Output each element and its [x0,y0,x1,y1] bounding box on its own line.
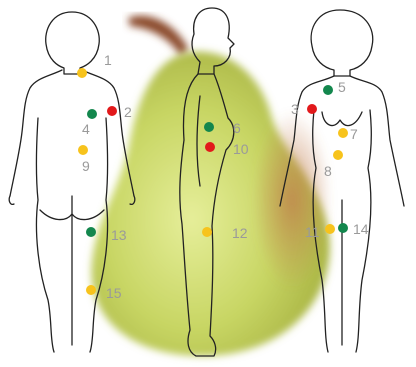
marker-5: 5 [323,79,346,95]
marker-label: 7 [350,126,358,142]
marker-dot-red [307,104,317,114]
marker-dot-yellow [325,224,335,234]
marker-label: 2 [124,104,132,120]
marker-dot-red [205,142,215,152]
marker-1: 1 [77,52,112,78]
marker-label: 15 [106,285,122,301]
marker-dot-yellow [77,68,87,78]
marker-label: 3 [291,101,299,117]
marker-dot-green [204,122,214,132]
marker-label: 4 [82,121,90,137]
marker-label: 6 [233,120,241,136]
marker-label: 12 [232,225,248,241]
marker-label: 5 [338,79,346,95]
marker-9: 9 [78,145,90,174]
marker-dot-yellow [338,128,348,138]
marker-label: 14 [353,221,369,237]
marker-8: 8 [324,150,343,179]
pear-stem [128,16,188,58]
marker-dot-red [107,106,117,116]
marker-label: 11 [305,224,320,240]
marker-dot-green [338,223,348,233]
marker-label: 1 [104,52,112,68]
marker-dot-yellow [202,227,212,237]
marker-label: 13 [111,227,127,243]
marker-label: 8 [324,163,332,179]
marker-label: 9 [82,158,90,174]
pear-blush [252,110,332,290]
marker-dot-yellow [333,150,343,160]
marker-7: 7 [338,126,358,142]
marker-dot-yellow [86,285,96,295]
marker-label: 10 [233,141,249,157]
marker-4: 4 [82,109,97,137]
marker-dot-green [86,227,96,237]
marker-dot-green [323,85,333,95]
marker-dot-green [87,109,97,119]
marker-dot-yellow [78,145,88,155]
